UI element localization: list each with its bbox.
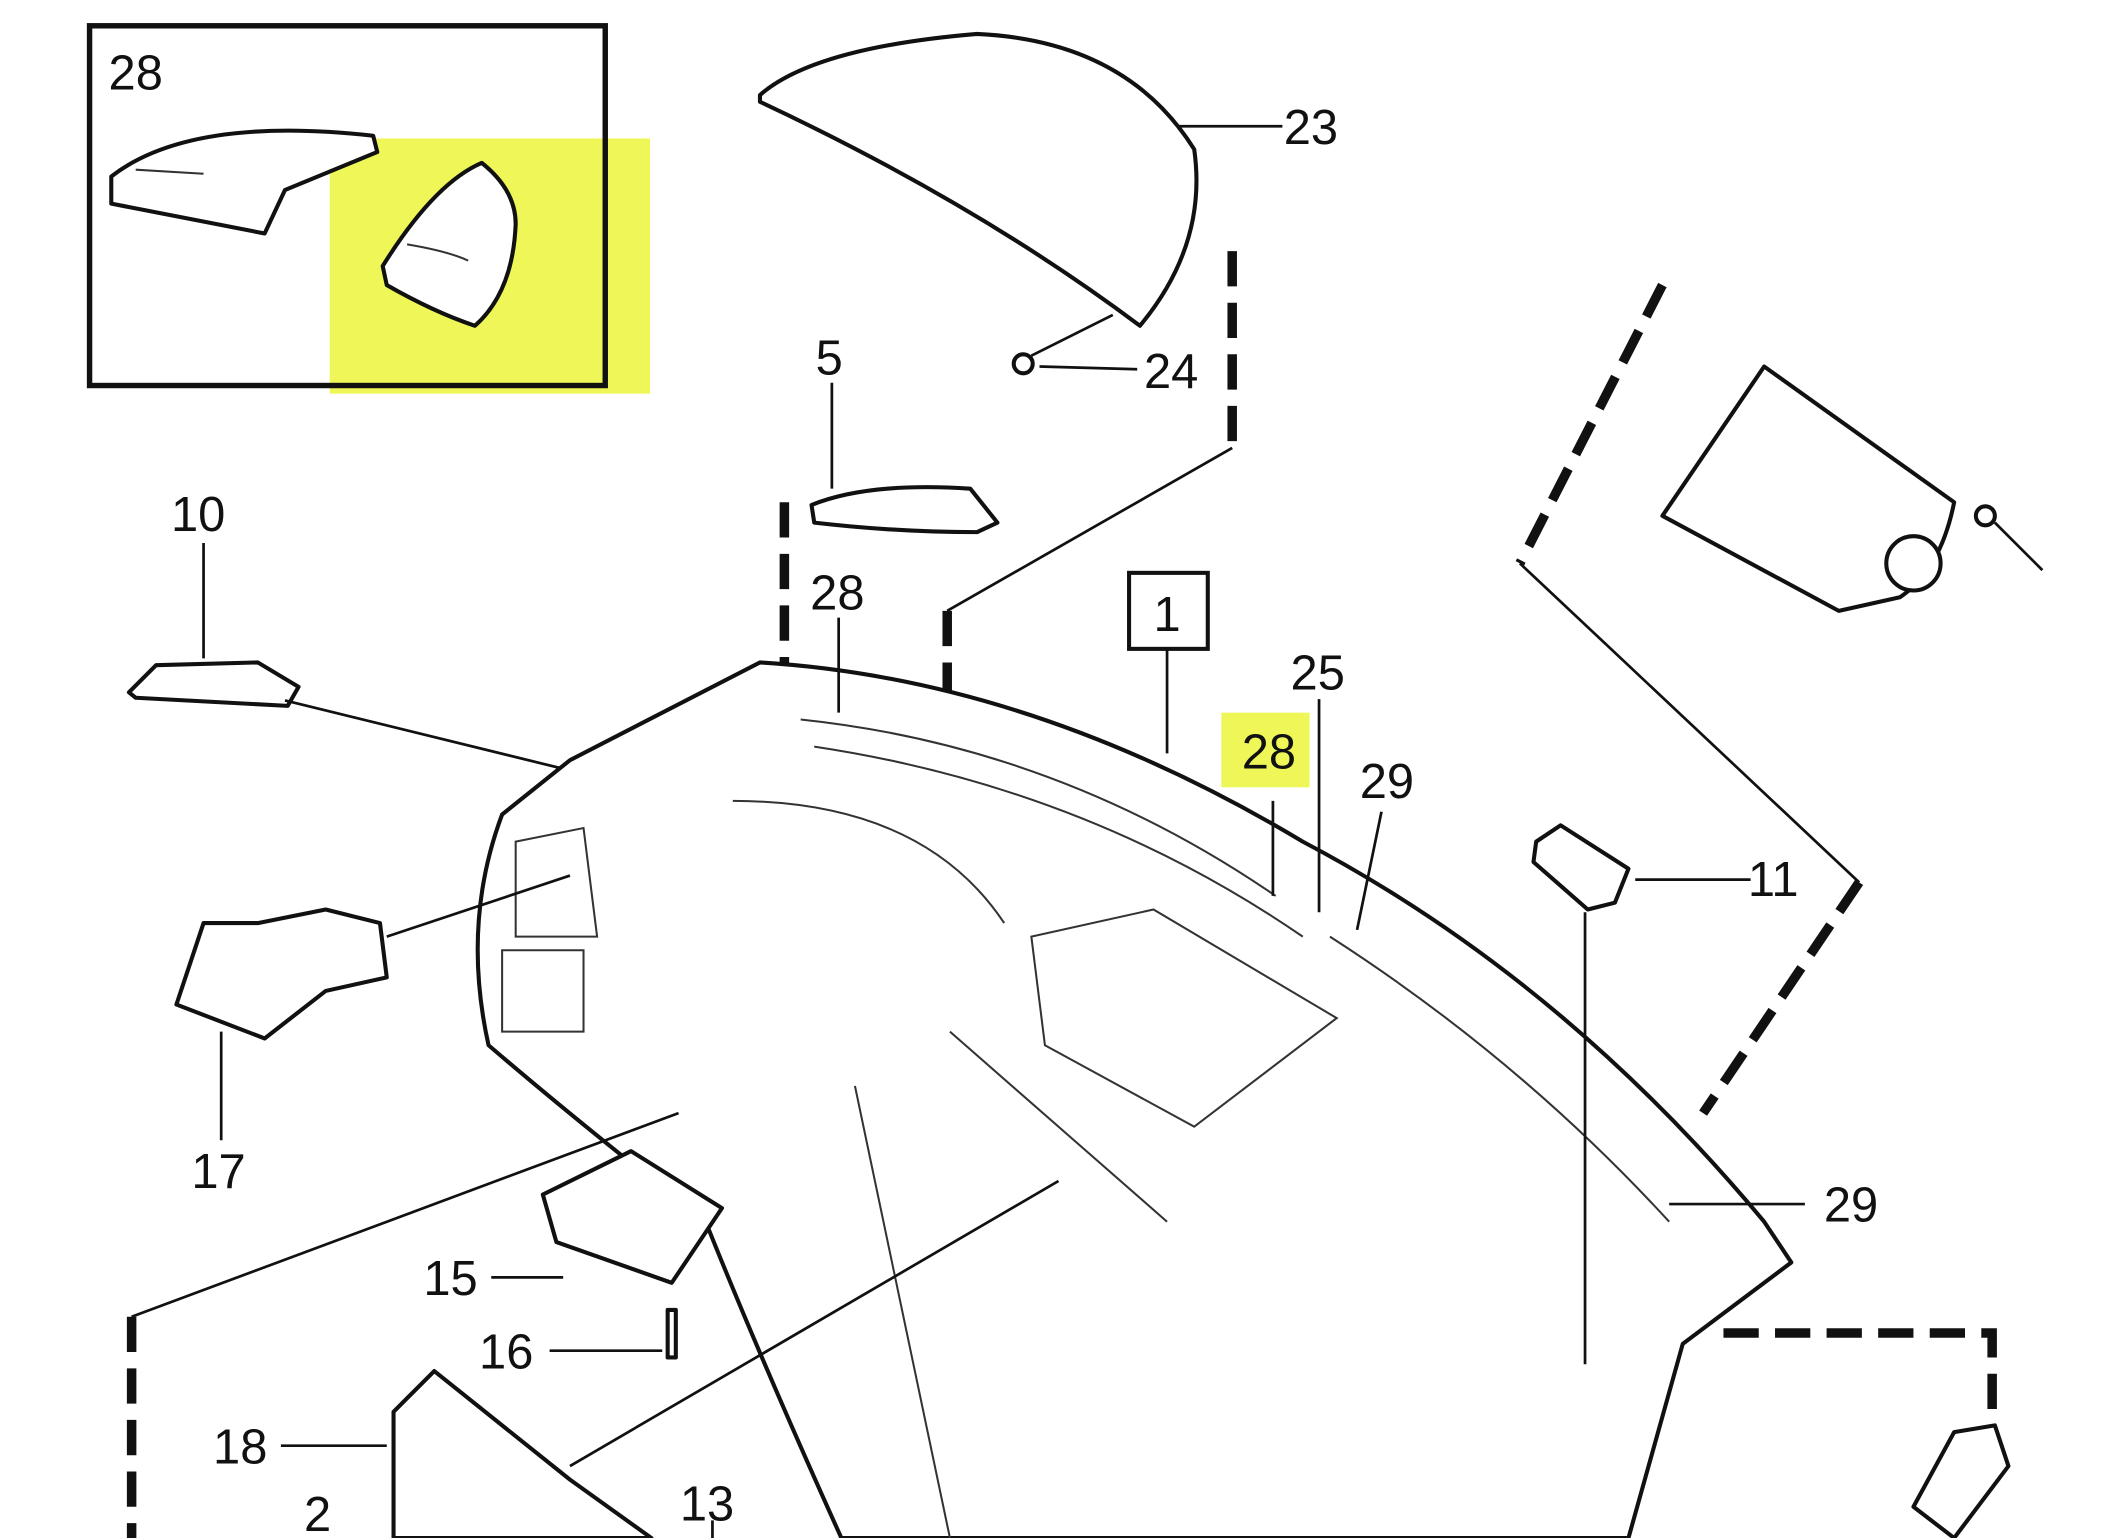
callout-16: 16: [479, 1325, 533, 1379]
callout-17: 17: [191, 1145, 245, 1199]
callout-25: 25: [1291, 647, 1345, 701]
callout-15: 15: [423, 1252, 477, 1306]
part-5-trim[interactable]: [809, 485, 1000, 535]
part-1-dashboard[interactable]: [475, 660, 1794, 1538]
callout-29-lower: 29: [1824, 1179, 1878, 1233]
part-15-bracket[interactable]: [540, 1149, 724, 1285]
part-16-bolt[interactable]: [665, 1307, 678, 1360]
highlight-28: [1221, 712, 1310, 788]
callout-1: 1: [1153, 588, 1180, 642]
callout-28-upper: 28: [810, 566, 864, 620]
callout-13: 13: [680, 1477, 734, 1531]
callout-5: 5: [816, 332, 843, 386]
inset-detail-box: 28: [86, 23, 651, 394]
part-23-lid[interactable]: [757, 31, 1199, 328]
part-10-bracket[interactable]: [126, 660, 301, 708]
inset-label: 28: [109, 47, 163, 101]
callout-18: 18: [213, 1420, 267, 1474]
callout-29-upper: 29: [1360, 755, 1414, 809]
part-right-side-vent[interactable]: [1911, 1423, 2011, 1538]
callout-11: 11: [1748, 853, 1799, 907]
part-17-vent[interactable]: [174, 907, 389, 1041]
part-1-label-box: [1127, 570, 1210, 651]
part-18-center-vent[interactable]: [391, 1368, 654, 1538]
part-11-vent[interactable]: [1531, 823, 1631, 912]
inset-cover-old: [109, 128, 380, 236]
callout-10: 10: [171, 488, 225, 542]
callout-2: 2: [304, 1488, 331, 1538]
callout-28-highlighted: 28: [1242, 725, 1296, 779]
inset-cover-new[interactable]: [380, 160, 518, 328]
callout-24: 24: [1144, 345, 1198, 399]
part-24-screw[interactable]: [1011, 352, 1035, 376]
callout-23: 23: [1284, 101, 1338, 155]
